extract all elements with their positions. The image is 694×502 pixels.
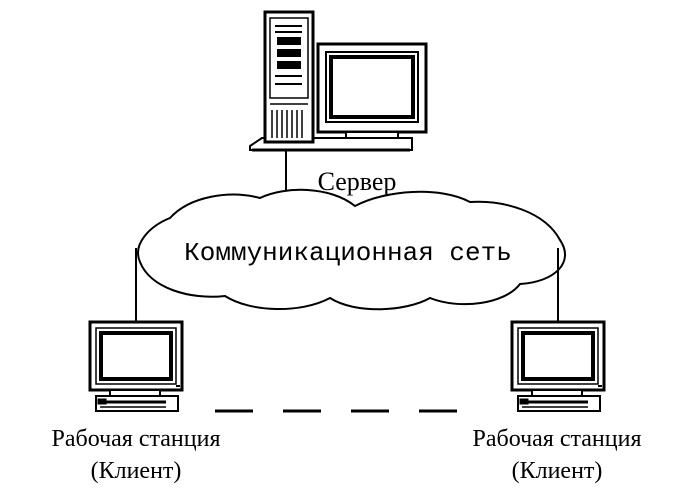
network-cloud xyxy=(137,188,566,311)
server-label: Сервер xyxy=(318,167,397,196)
right-client-label-line1: Рабочая станция xyxy=(472,426,641,452)
right-client-label-line2: (Клиент) xyxy=(512,458,603,484)
left-workstation xyxy=(88,320,184,412)
server-computer xyxy=(249,10,428,152)
left-client-label-line2: (Клиент) xyxy=(91,458,182,484)
left-client-label-line1: Рабочая станция xyxy=(51,426,220,452)
network-label: Коммуникационная сеть xyxy=(184,238,512,268)
right-workstation xyxy=(510,320,606,412)
